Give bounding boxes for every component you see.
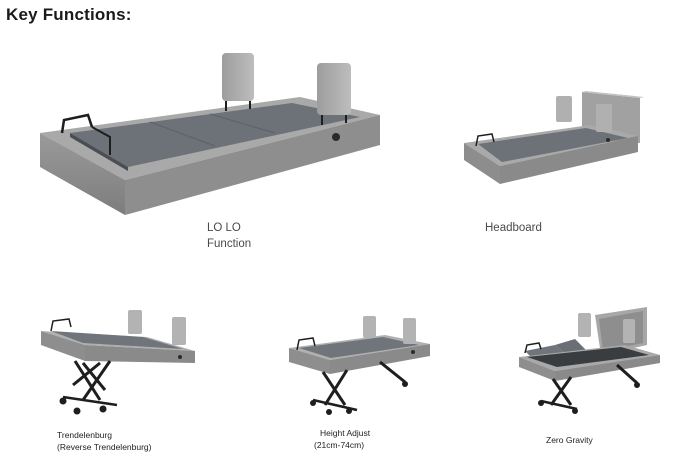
height-adjust-caption-line1: Height Adjust	[320, 428, 371, 438]
trendelenburg-caption: Trendelenburg (Reverse Trendelenburg)	[57, 429, 152, 453]
zero-gravity-bed-image	[519, 307, 660, 414]
height-adjust-caption: Height Adjust (21cm-74cm)	[314, 427, 370, 451]
lolo-bed-image	[40, 53, 380, 215]
height-adjust-caption-line2: (21cm-74cm)	[314, 440, 365, 450]
zero-gravity-caption: Zero Gravity	[546, 434, 593, 446]
lolo-caption-line2: Function	[207, 238, 252, 250]
lolo-caption-line1: LO LO	[207, 222, 241, 234]
headboard-caption-line1: Headboard	[485, 222, 542, 234]
height-adjust-bed-image	[289, 316, 430, 415]
headboard-caption: Headboard	[485, 220, 542, 236]
page-title: Key Functions:	[6, 5, 132, 24]
trendelenburg-caption-line1: Trendelenburg	[57, 430, 112, 440]
headboard-bed-image	[464, 91, 644, 184]
zero-gravity-caption-line1: Zero Gravity	[546, 435, 593, 445]
trendelenburg-caption-line2: (Reverse Trendelenburg)	[57, 442, 152, 452]
lolo-caption: LO LO Function	[207, 220, 251, 252]
trendelenburg-bed-image	[41, 310, 195, 415]
